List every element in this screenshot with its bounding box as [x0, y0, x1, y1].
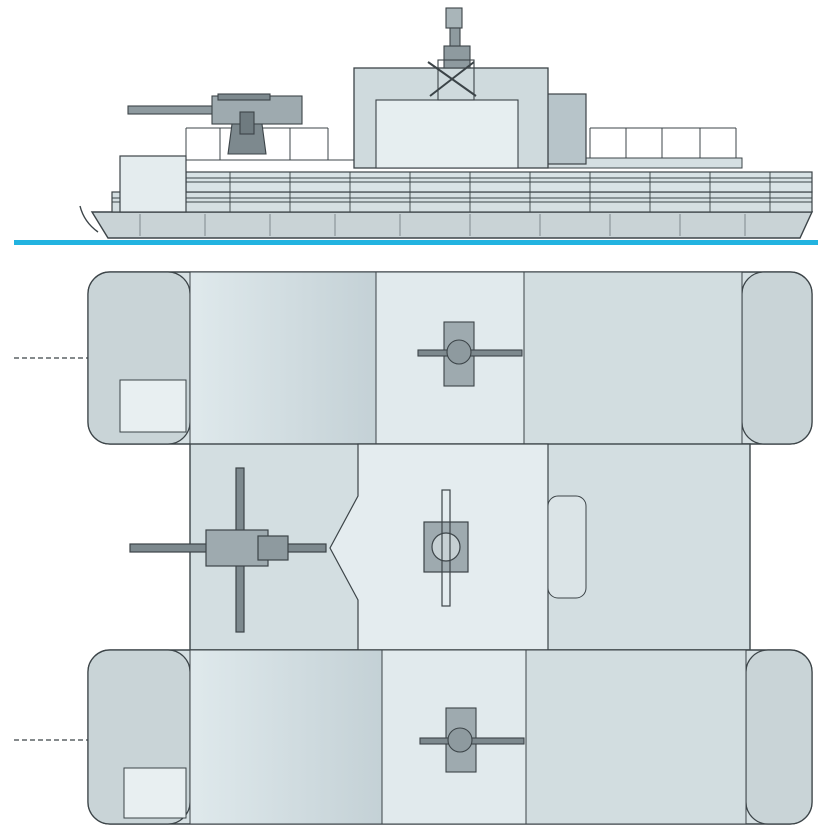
- hull-ribs: [139, 214, 746, 236]
- tower-gun-mount: [427, 7, 477, 101]
- module-top-bay-1: [189, 271, 377, 445]
- forward-gun-railing: [185, 127, 354, 161]
- plan-module-top: [14, 271, 813, 445]
- hull: [90, 211, 814, 239]
- deck-stanchions: [229, 172, 771, 212]
- superstructure-front-panel: [375, 99, 519, 169]
- module-bottom-bay-3: [525, 649, 747, 825]
- module-top-hatch: [119, 379, 187, 433]
- tower-mount-plan: [423, 489, 469, 607]
- secondary-gun-top: [417, 321, 523, 387]
- module-middle-side-box: [547, 495, 587, 599]
- main-gun-side: [127, 93, 303, 155]
- module-bottom-stern: [745, 649, 813, 825]
- waterline: [14, 240, 818, 245]
- module-top-bay-3: [523, 271, 743, 445]
- forward-deckhouse: [119, 155, 187, 213]
- main-gun-plan: [129, 467, 327, 633]
- module-top-stern: [741, 271, 813, 445]
- module-bottom-hatch: [123, 767, 187, 819]
- secondary-gun-bottom: [419, 707, 525, 773]
- module-bottom-bay-1: [189, 649, 383, 825]
- plan-view: [14, 271, 813, 825]
- hull-bow-fender: [79, 205, 99, 233]
- plan-module-bottom: [14, 649, 813, 825]
- aft-railing: [589, 127, 737, 158]
- plan-module-middle: [129, 443, 751, 651]
- side-elevation-view: [14, 7, 818, 245]
